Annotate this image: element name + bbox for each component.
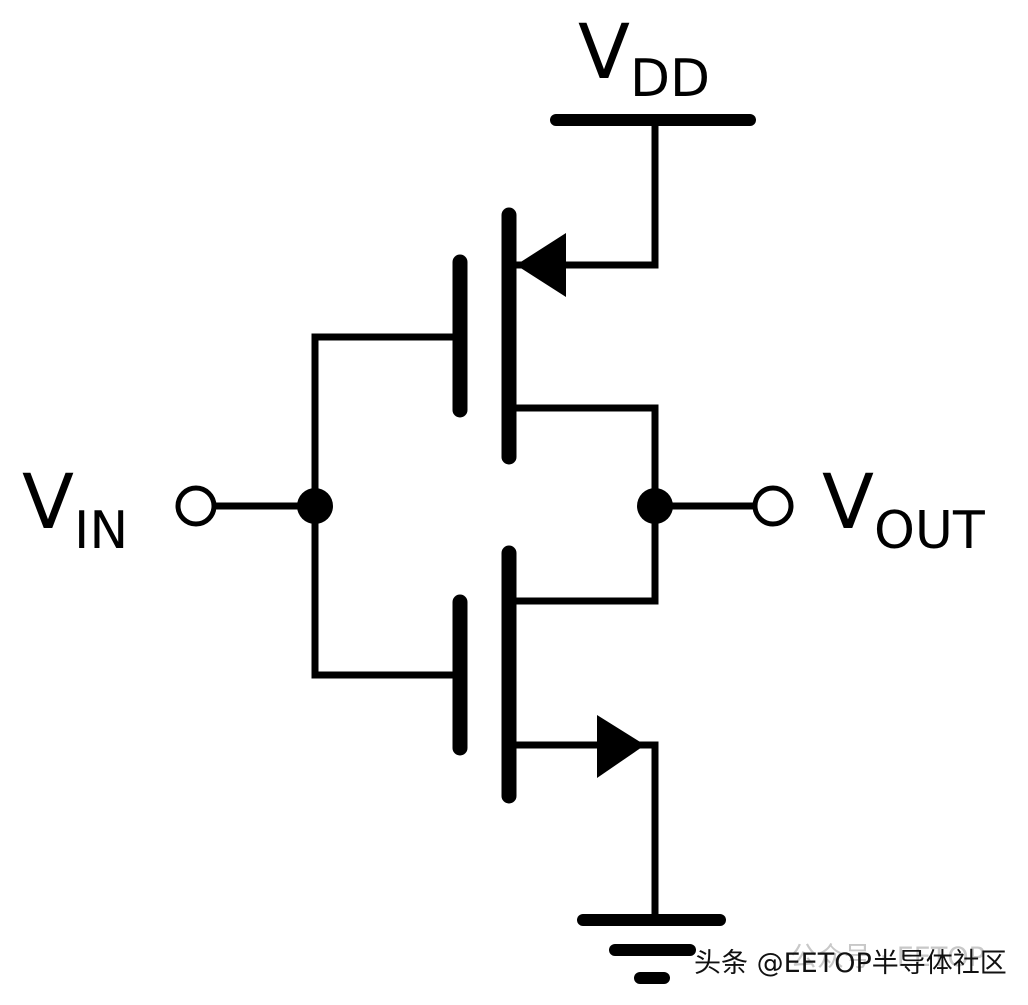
vin-label-main: V: [22, 457, 74, 546]
vdd-supply: VDD: [550, 7, 756, 269]
vdd-label-sub: DD: [630, 49, 710, 109]
pmos-transistor: [452, 207, 659, 510]
vdd-label: VDD: [578, 7, 710, 109]
output-terminal: [752, 485, 794, 527]
watermark-text: 头条 @EETOP半导体社区: [694, 948, 1007, 979]
input-junction-node: [297, 488, 333, 524]
watermark-faint-text: 公众号 · EETOP: [790, 942, 985, 973]
input-terminal: [175, 485, 217, 527]
nmos-transistor: [452, 502, 659, 924]
output-network: VOUT: [637, 457, 985, 561]
vout-label: VOUT: [822, 457, 985, 561]
vout-label-sub: OUT: [874, 501, 985, 561]
nmos-source-arrow-icon: [597, 715, 645, 778]
watermark: 公众号 · EETOP 头条 @EETOP半导体社区: [694, 942, 1007, 979]
pmos-source-arrow-icon: [516, 233, 566, 297]
vout-label-main: V: [822, 457, 874, 546]
vin-label-sub: IN: [74, 501, 128, 561]
vin-label: VIN: [22, 457, 128, 561]
input-network: VIN: [22, 333, 457, 679]
ground-icon: [577, 914, 726, 984]
vdd-label-main: V: [578, 7, 630, 96]
output-junction-node: [637, 488, 673, 524]
